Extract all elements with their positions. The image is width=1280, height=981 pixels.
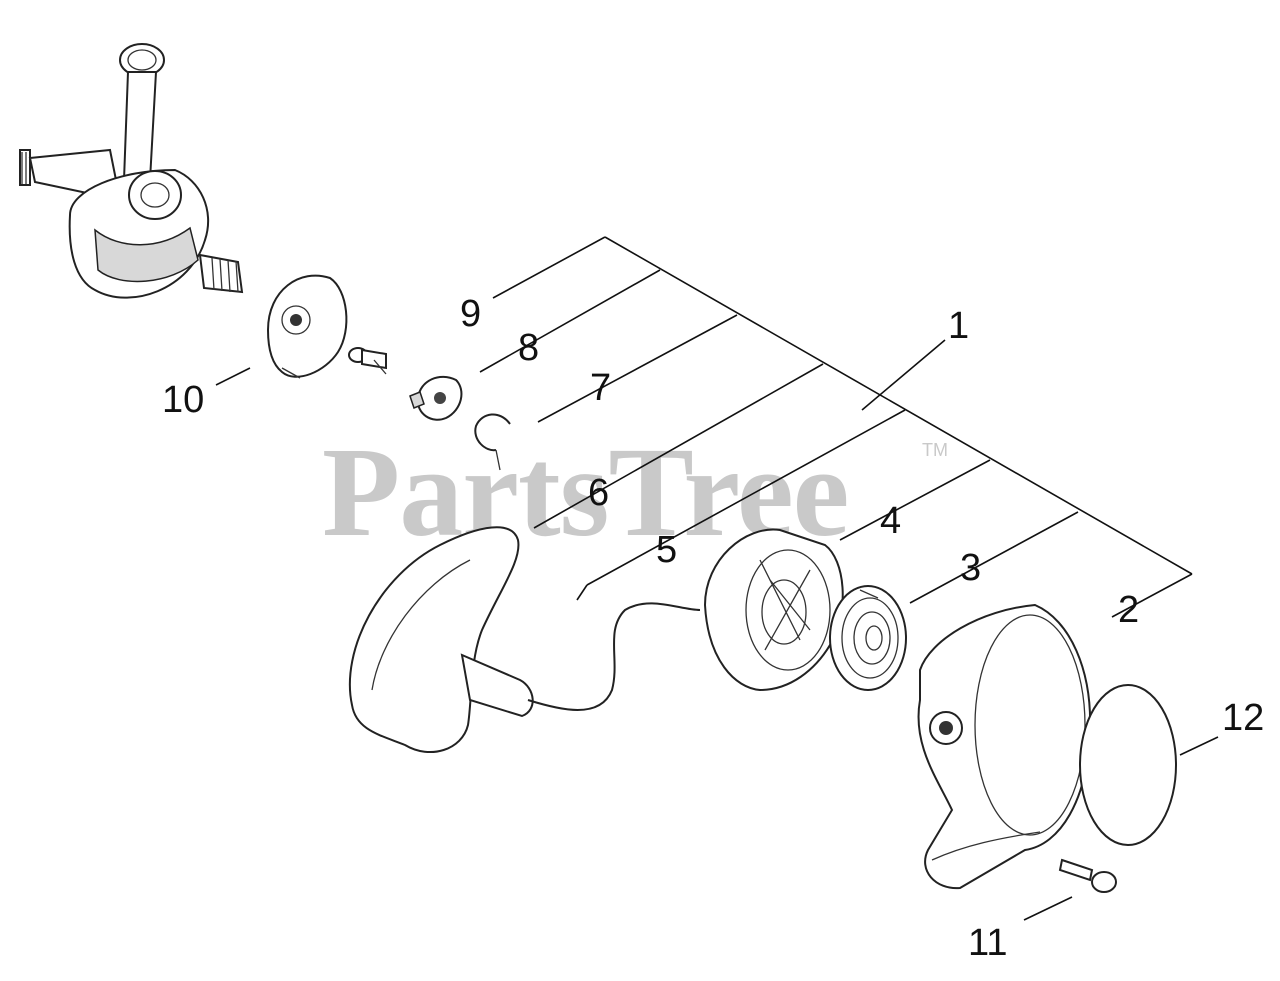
starter-housing-icon <box>917 603 1092 890</box>
watermark-tm: TM <box>922 440 948 460</box>
callout-4: 4 <box>880 500 901 542</box>
gasket-icon <box>1079 684 1177 846</box>
bracket-lines <box>215 236 1219 921</box>
reel-icon <box>703 528 844 692</box>
callout-6: 6 <box>588 472 609 514</box>
callout-numbers: 1 2 3 4 5 6 7 8 9 10 11 12 <box>162 293 1264 964</box>
callout-12: 12 <box>1222 697 1264 739</box>
flywheel-plate-icon <box>266 274 348 379</box>
callout-10: 10 <box>162 379 204 421</box>
crankshaft-icon <box>19 43 244 299</box>
callout-3: 3 <box>960 547 981 589</box>
callout-11: 11 <box>968 922 1007 964</box>
spring-icon <box>829 585 907 691</box>
pin-icon <box>348 347 387 375</box>
ratchet-icon <box>409 375 463 421</box>
callout-9: 9 <box>460 293 481 335</box>
clip-icon <box>474 413 511 471</box>
callout-7: 7 <box>590 367 611 409</box>
watermark: PartsTree TM <box>322 421 948 563</box>
callout-8: 8 <box>518 327 539 369</box>
callout-5: 5 <box>656 529 677 571</box>
bolt-icon <box>1058 858 1117 893</box>
callout-1: 1 <box>948 305 969 347</box>
callout-2: 2 <box>1118 589 1139 631</box>
starter-handle-icon <box>348 526 701 754</box>
